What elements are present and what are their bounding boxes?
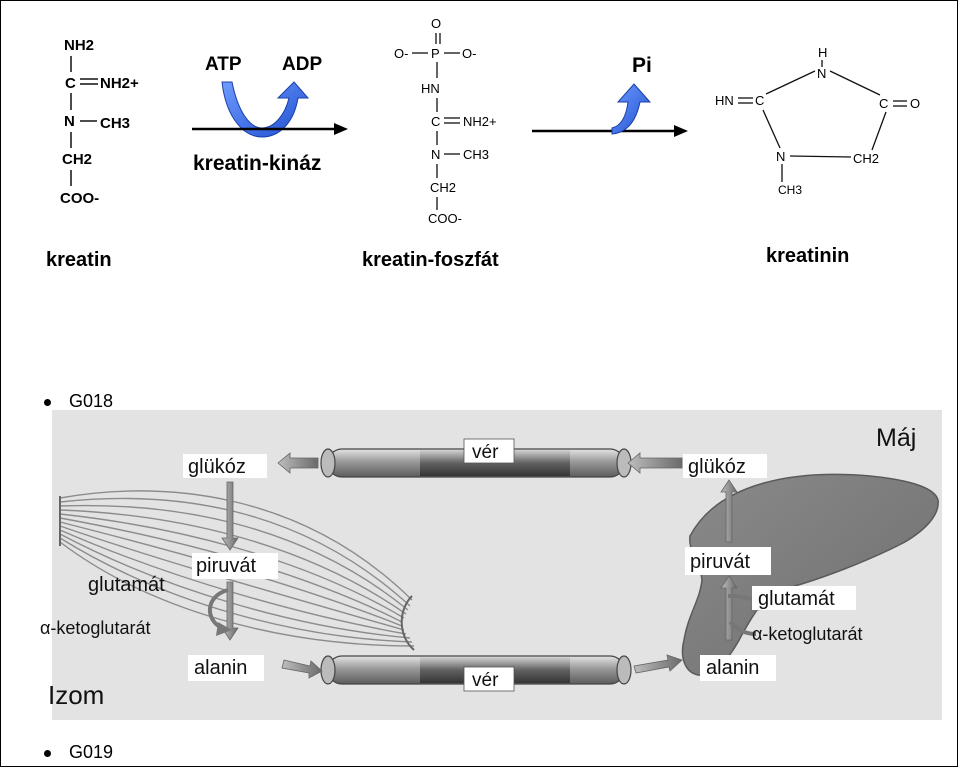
svg-text:CH2: CH2	[853, 151, 879, 166]
kreatinin-structure: H N HN C C O N CH2 CH3	[715, 45, 920, 197]
svg-text:H: H	[818, 45, 827, 60]
kreatin-foszfat-structure: O O- P O- HN C NH2+ N CH3 CH2 COO-	[394, 16, 497, 226]
svg-text:CH3: CH3	[463, 147, 489, 162]
liver-pyruvate-label: piruvát	[690, 551, 750, 573]
organ-muscle-label: Izom	[48, 680, 104, 710]
blood-label-bottom: vér	[472, 670, 499, 691]
adp-label: ADP	[282, 54, 322, 75]
kreatin-name: kreatin	[46, 249, 112, 271]
bottom-blood-vessel	[320, 655, 632, 692]
flow-arrows	[221, 452, 738, 679]
kreatin-foszfat-name: kreatin-foszfát	[362, 249, 499, 271]
muscle-glucose-label: glükóz	[188, 456, 246, 478]
svg-text:CH2: CH2	[62, 151, 92, 168]
svg-text:N: N	[431, 147, 440, 162]
glucose-alanine-cycle-diagram: vér vér glükóz piruvá	[40, 410, 942, 720]
svg-text:N: N	[776, 149, 785, 164]
svg-text:P: P	[431, 46, 440, 61]
svg-text:CH2: CH2	[430, 180, 456, 195]
pi-release-arrow-icon	[611, 83, 652, 135]
liver-glucose-label: glükóz	[688, 456, 746, 478]
liver-ketoglutarate-label: α-ketoglutarát	[752, 624, 862, 644]
svg-text:HN: HN	[715, 93, 734, 108]
svg-text:N: N	[64, 113, 75, 130]
svg-text:O: O	[431, 16, 441, 31]
svg-text:NH2+: NH2+	[463, 114, 497, 129]
svg-text:C: C	[431, 114, 440, 129]
kreatinin-name: kreatinin	[766, 245, 849, 267]
bullet-icon	[44, 398, 51, 406]
bullet-item-g018: G018	[44, 391, 113, 412]
svg-text:C: C	[755, 93, 764, 108]
svg-text:CH3: CH3	[100, 115, 130, 132]
bullet-item-g019: G019	[44, 742, 113, 763]
muscle-ketoglutarate-label: α-ketoglutarát	[40, 618, 150, 638]
bullet-icon	[44, 749, 51, 757]
enzyme-label: kreatin-kináz	[193, 152, 321, 175]
muscle-alanine-label: alanin	[194, 657, 247, 679]
atp-label: ATP	[205, 54, 242, 75]
top-blood-vessel	[320, 438, 632, 478]
reaction-arrowhead-1-icon	[334, 123, 348, 135]
svg-text:NH2+: NH2+	[100, 75, 139, 92]
kreatin-structure: NH2 C NH2+ N CH3 CH2 COO-	[60, 37, 139, 207]
muscle-pyruvate-label: piruvát	[196, 555, 256, 577]
svg-text:O-: O-	[394, 46, 408, 61]
svg-text:C: C	[879, 96, 888, 111]
blood-label-top: vér	[472, 442, 499, 463]
muscle-glutamate-label: glutamát	[88, 574, 165, 596]
organ-liver-label: Máj	[876, 424, 916, 452]
svg-text:CH3: CH3	[778, 183, 802, 197]
atom: NH2	[64, 37, 94, 54]
svg-text:N: N	[817, 66, 826, 81]
pi-label: Pi	[632, 54, 652, 77]
svg-text:O: O	[910, 96, 920, 111]
svg-text:COO-: COO-	[60, 190, 99, 207]
svg-text:COO-: COO-	[428, 211, 462, 226]
svg-text:O-: O-	[462, 46, 476, 61]
reaction-arrowhead-2-icon	[674, 125, 688, 137]
svg-text:C: C	[65, 75, 76, 92]
muscle-illustration	[59, 490, 415, 647]
creatine-reaction-diagram: NH2 C NH2+ N CH3 CH2 COO- ATP ADP kreati…	[46, 16, 920, 271]
svg-text:HN: HN	[421, 81, 440, 96]
liver-alanine-label: alanin	[706, 657, 759, 679]
liver-glutamate-label: glutamát	[758, 588, 835, 610]
